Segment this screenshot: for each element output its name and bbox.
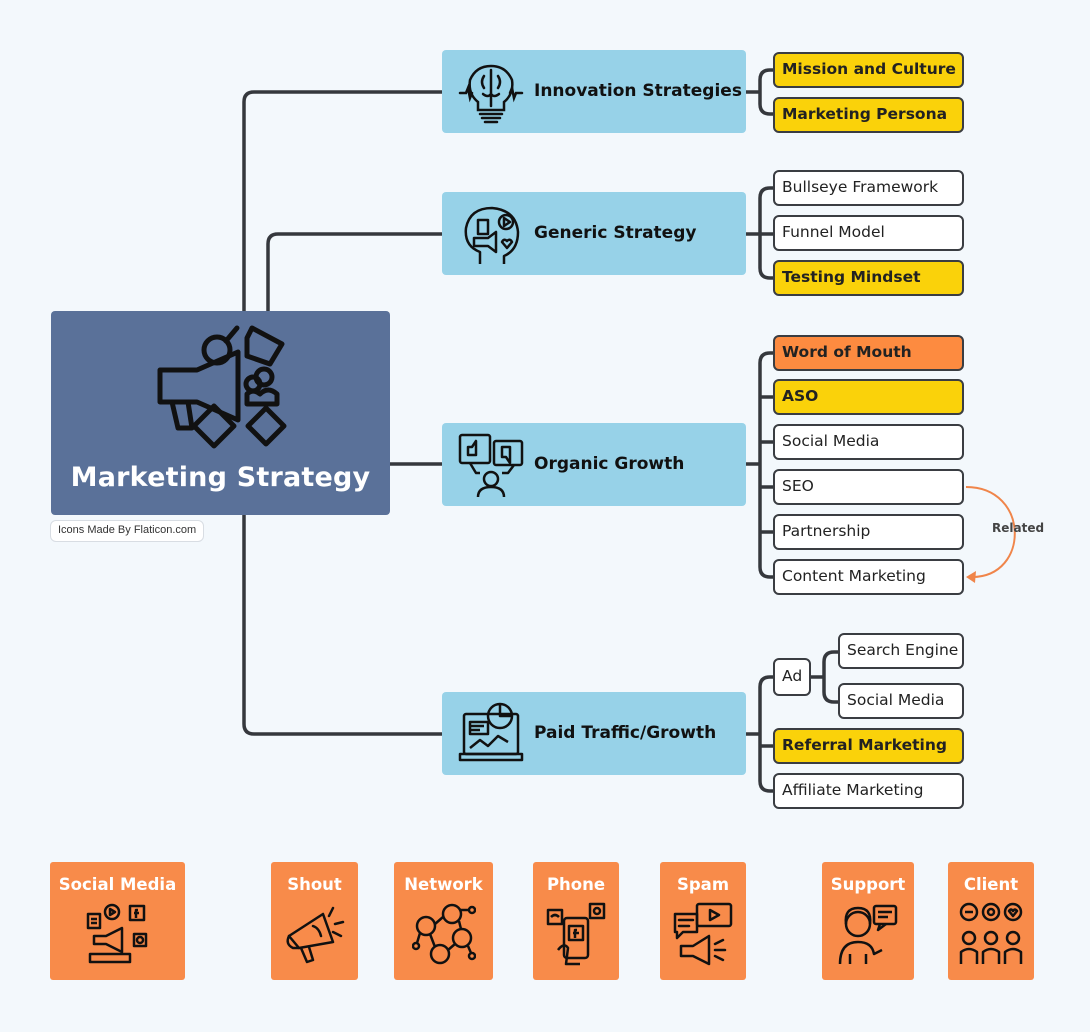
leaf-marketing-persona[interactable]: Marketing Persona: [773, 97, 964, 133]
network-people-icon: [411, 903, 476, 965]
leaf-ad-social-media[interactable]: Social Media: [838, 683, 964, 719]
tile-support[interactable]: Support: [822, 862, 914, 980]
leaf-partnership[interactable]: Partnership: [773, 514, 964, 550]
root-title: Marketing Strategy: [70, 462, 371, 493]
tile-label: Network: [404, 875, 483, 894]
leaf-bullseye-framework[interactable]: Bullseye Framework: [773, 170, 964, 206]
tile-label: Phone: [546, 875, 606, 894]
support-agent-icon: [838, 904, 898, 965]
tile-label: Support: [830, 875, 906, 894]
clients-group-icon: [959, 902, 1023, 964]
branch-label: Innovation Strategies: [534, 81, 742, 101]
related-label: Related: [992, 521, 1045, 535]
phone-social-icon: [546, 902, 606, 966]
branch-innovation-strategies[interactable]: Innovation Strategies: [442, 50, 746, 133]
leaf-aso[interactable]: ASO: [773, 379, 964, 415]
branch-label: Organic Growth: [534, 454, 685, 474]
feedback-screen-icon: [458, 433, 524, 498]
leaf-ad[interactable]: Ad: [773, 658, 811, 696]
tile-client[interactable]: Client: [948, 862, 1034, 980]
spam-messages-icon: [673, 902, 733, 966]
leaf-search-engine[interactable]: Search Engine: [838, 633, 964, 669]
leaf-funnel-model[interactable]: Funnel Model: [773, 215, 964, 251]
tile-label: Client: [963, 875, 1019, 894]
social-media-megaphone-icon: [86, 903, 147, 964]
tile-spam[interactable]: Spam: [660, 862, 746, 980]
flaticon-credit[interactable]: Icons Made By Flaticon.com: [50, 520, 205, 542]
leaf-content-marketing[interactable]: Content Marketing: [773, 559, 964, 595]
leaf-testing-mindset[interactable]: Testing Mindset: [773, 260, 964, 296]
social-head-icon: [464, 206, 520, 264]
leaf-referral-marketing[interactable]: Referral Marketing: [773, 728, 964, 764]
leaf-mission-and-culture[interactable]: Mission and Culture: [773, 52, 964, 88]
tile-label: Spam: [676, 875, 730, 894]
megaphone-marketing-icon: [157, 325, 287, 449]
megaphone-shout-icon: [285, 906, 344, 964]
tile-network[interactable]: Network: [394, 862, 493, 980]
tile-shout[interactable]: Shout: [271, 862, 358, 980]
laptop-analytics-icon: [458, 702, 524, 762]
tile-label: Shout: [287, 875, 342, 894]
leaf-word-of-mouth[interactable]: Word of Mouth: [773, 335, 964, 371]
brain-bulb-icon: [458, 64, 524, 124]
branch-generic-strategy[interactable]: Generic Strategy: [442, 192, 746, 275]
tile-social-media[interactable]: Social Media: [50, 862, 185, 980]
tile-phone[interactable]: Phone: [533, 862, 619, 980]
branch-organic-growth[interactable]: Organic Growth: [442, 423, 746, 506]
leaf-social-media[interactable]: Social Media: [773, 424, 964, 460]
branch-label: Paid Traffic/Growth: [534, 723, 717, 743]
tile-label: Social Media: [58, 875, 177, 894]
leaf-seo[interactable]: SEO: [773, 469, 964, 505]
branch-label: Generic Strategy: [534, 223, 697, 243]
branch-paid-traffic[interactable]: Paid Traffic/Growth: [442, 692, 746, 775]
leaf-affiliate-marketing[interactable]: Affiliate Marketing: [773, 773, 964, 809]
